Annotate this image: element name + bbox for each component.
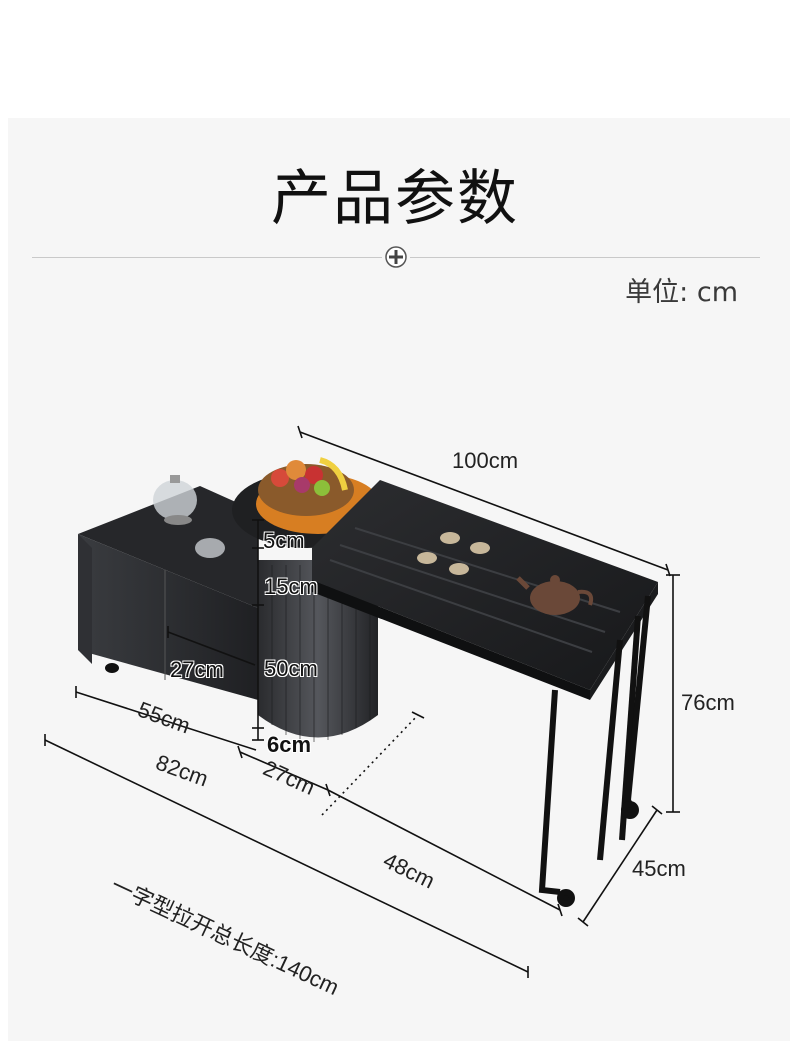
- dim-width-top: 100cm: [452, 448, 519, 473]
- dim-base-gap: 6cm: [267, 732, 312, 757]
- unit-label: 单位: cm: [625, 277, 738, 308]
- dim-cabinet-height: 50cm: [264, 656, 318, 681]
- fruit-bowl-icon: [258, 457, 354, 516]
- teapot-icon: [516, 575, 594, 615]
- tea-table-top: [312, 480, 658, 700]
- cross-icon: [385, 246, 407, 268]
- dimension-lines: [44, 425, 680, 978]
- dim-depth: 45cm: [632, 856, 686, 881]
- glass-kettle-icon: [153, 475, 225, 558]
- divider-left: [32, 257, 382, 258]
- dim-shelf-gap: 15cm: [264, 574, 318, 599]
- teacup-icon: [417, 532, 490, 575]
- dim-drawer-width: 27cm: [170, 657, 224, 682]
- page-title: 产品参数: [271, 164, 519, 234]
- side-cabinet: [78, 486, 258, 700]
- divider-right: [410, 257, 760, 258]
- dim-top-thickness: 5cm: [263, 528, 305, 553]
- dim-height-total: 76cm: [681, 690, 735, 715]
- table-legs: [538, 595, 651, 907]
